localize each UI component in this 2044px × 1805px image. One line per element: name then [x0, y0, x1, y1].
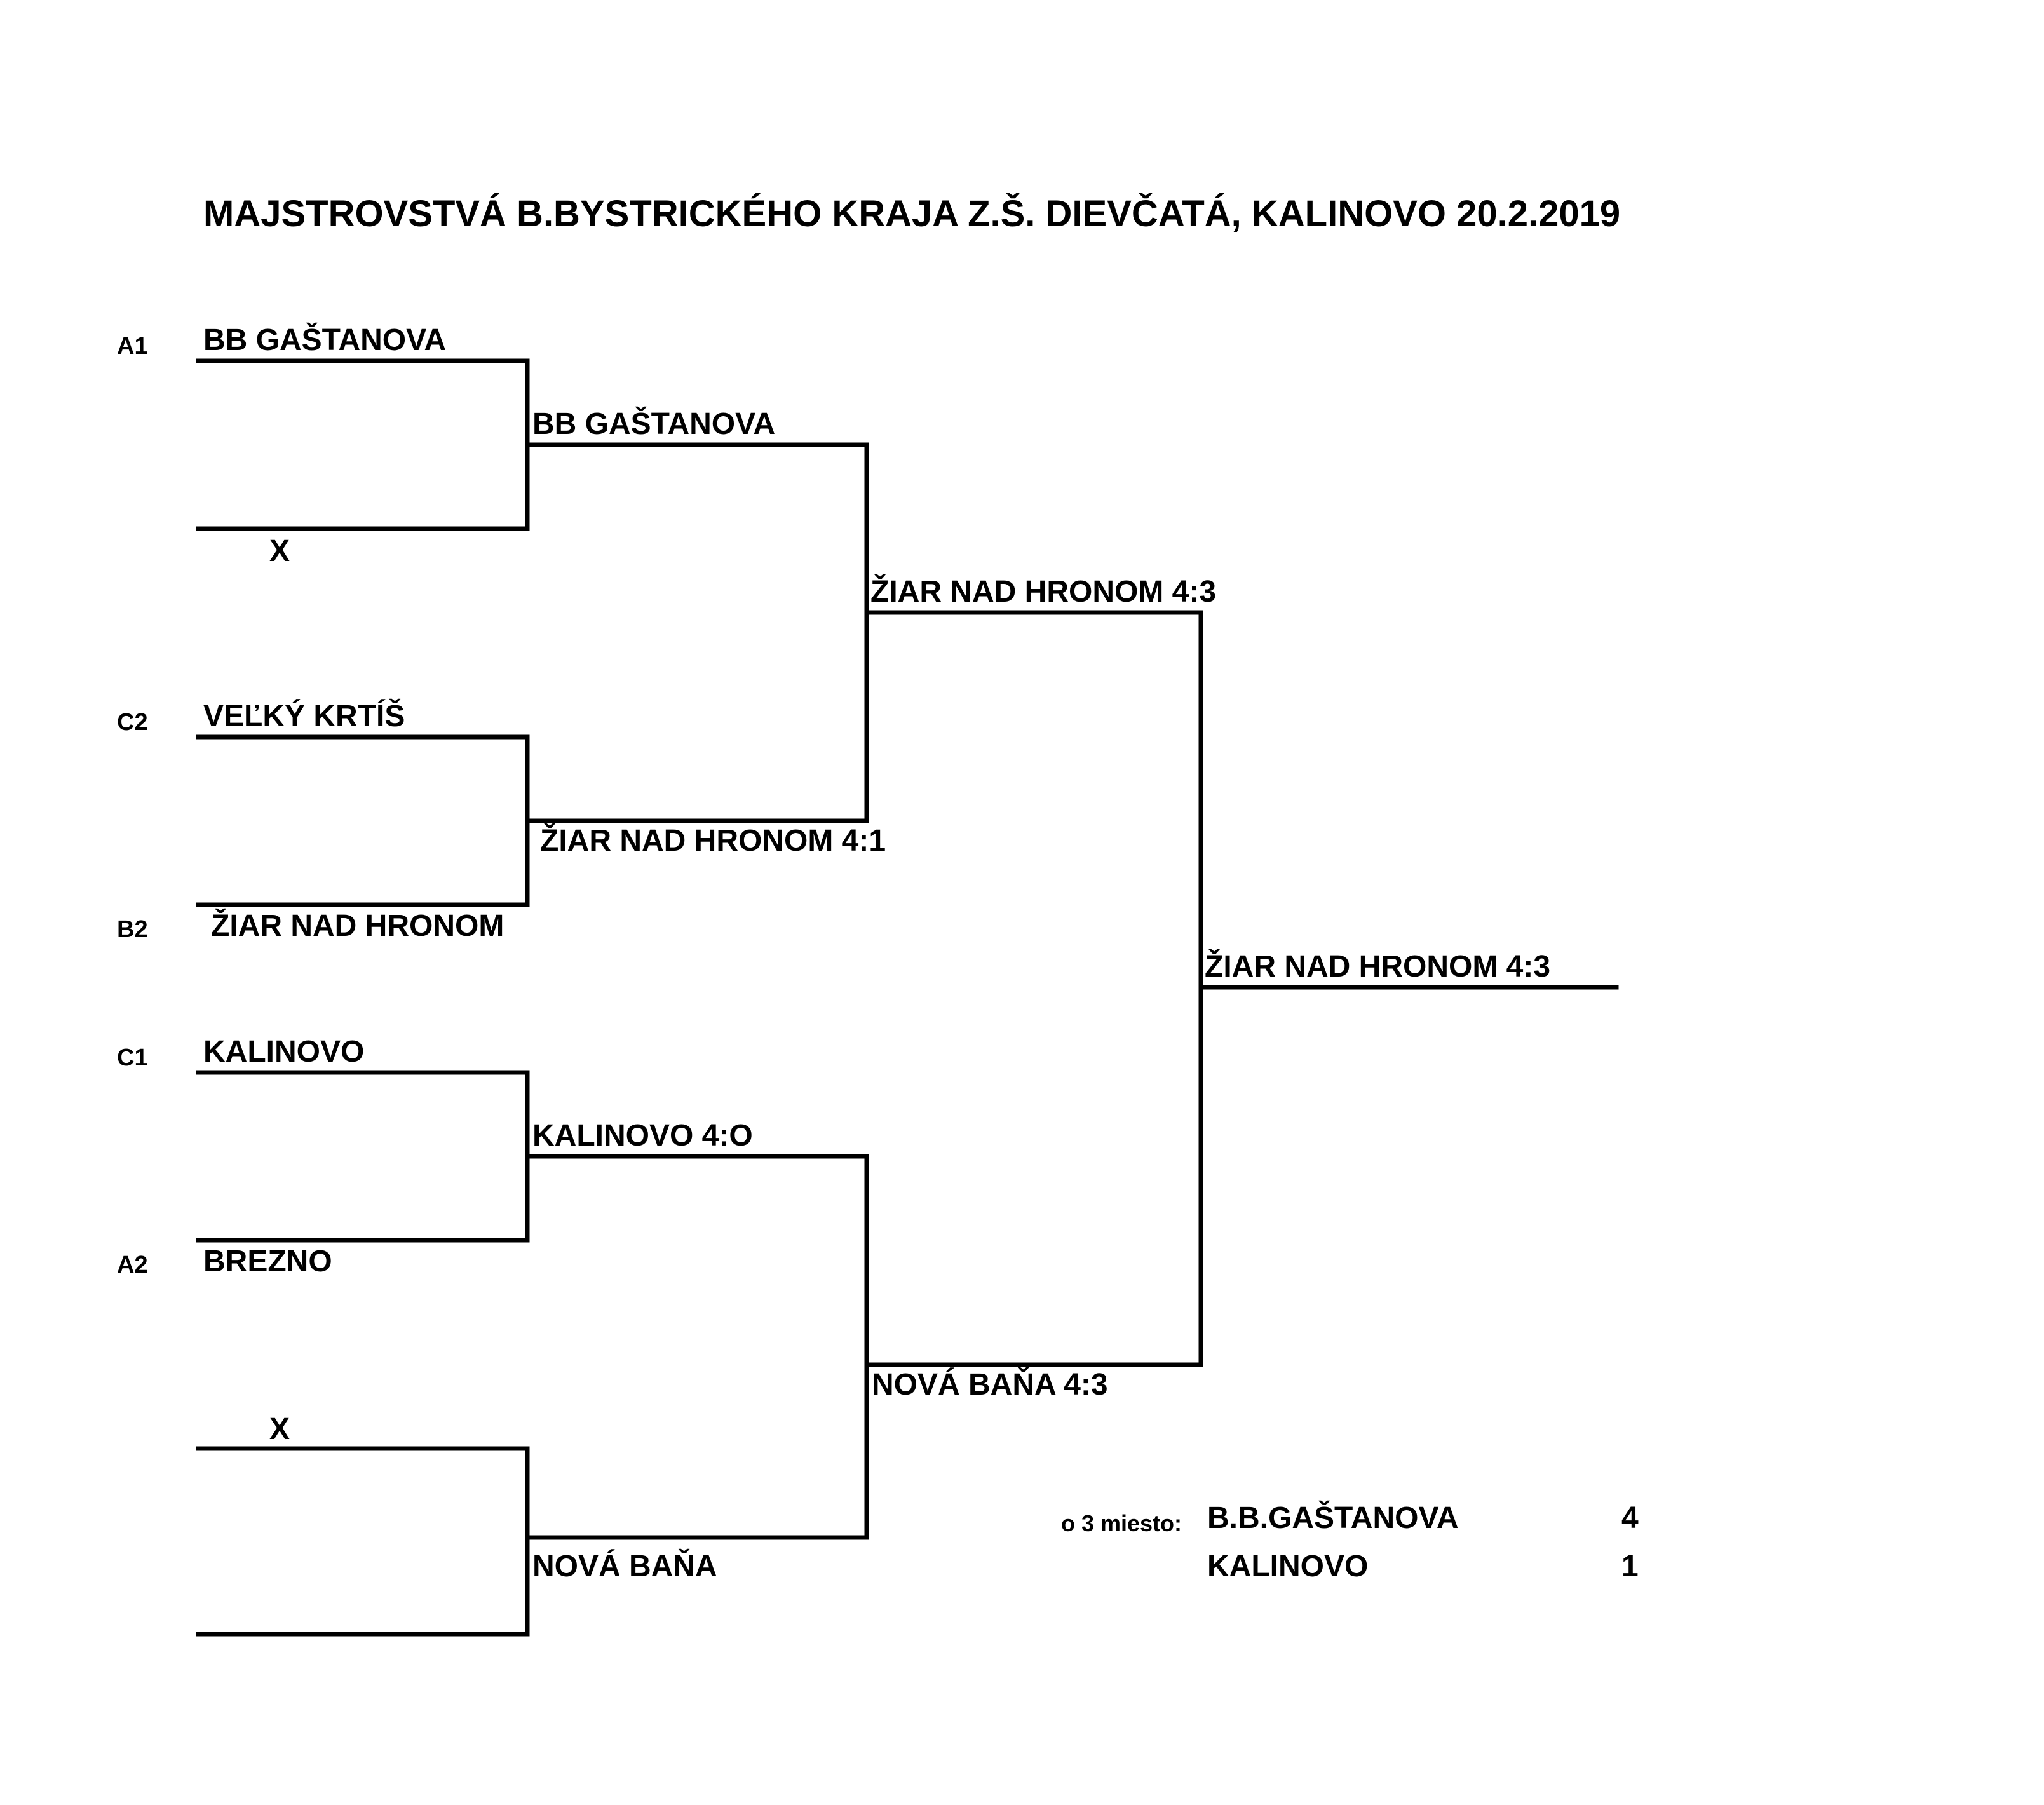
seed-label: C1	[117, 1044, 148, 1071]
third-place-team-2: KALINOVO	[1207, 1550, 1369, 1583]
seed-label: B2	[117, 916, 148, 943]
final-winner: ŽIAR NAD HRONOM 4:3	[1205, 950, 1551, 984]
r1-team-5: KALINOVO	[203, 1035, 365, 1069]
r1-team-2: X	[269, 534, 290, 568]
sf-team-1: ŽIAR NAD HRONOM 4:3	[870, 575, 1217, 609]
r1-team-6: BREZNO	[203, 1245, 332, 1278]
r1-team-7: X	[269, 1412, 290, 1446]
seed-label: C2	[117, 709, 148, 736]
r1-team-3: VEĽKÝ KRTÍŠ	[203, 700, 405, 733]
third-place-label: o 3 miesto:	[1061, 1510, 1182, 1536]
r2-team-2: ŽIAR NAD HRONOM 4:1	[540, 824, 886, 858]
r1-team-4: ŽIAR NAD HRONOM	[211, 909, 504, 943]
third-place-score-2: 1	[1621, 1550, 1639, 1583]
seed-label: A2	[117, 1252, 148, 1278]
sf-team-2: NOVÁ BAŇA 4:3	[872, 1368, 1108, 1402]
seed-label: A1	[117, 333, 148, 360]
r2-team-4: NOVÁ BAŇA	[532, 1550, 717, 1583]
r2-team-1: BB GAŠTANOVA	[532, 407, 776, 441]
r1-team-1: BB GAŠTANOVA	[203, 323, 447, 357]
third-place-score-1: 4	[1621, 1501, 1639, 1535]
third-place-team-1: B.B.GAŠTANOVA	[1207, 1501, 1459, 1535]
r2-team-3: KALINOVO 4:O	[532, 1119, 753, 1153]
page-title: MAJSTROVSTVÁ B.BYSTRICKÉHO KRAJA Z.Š. DI…	[203, 193, 1621, 234]
